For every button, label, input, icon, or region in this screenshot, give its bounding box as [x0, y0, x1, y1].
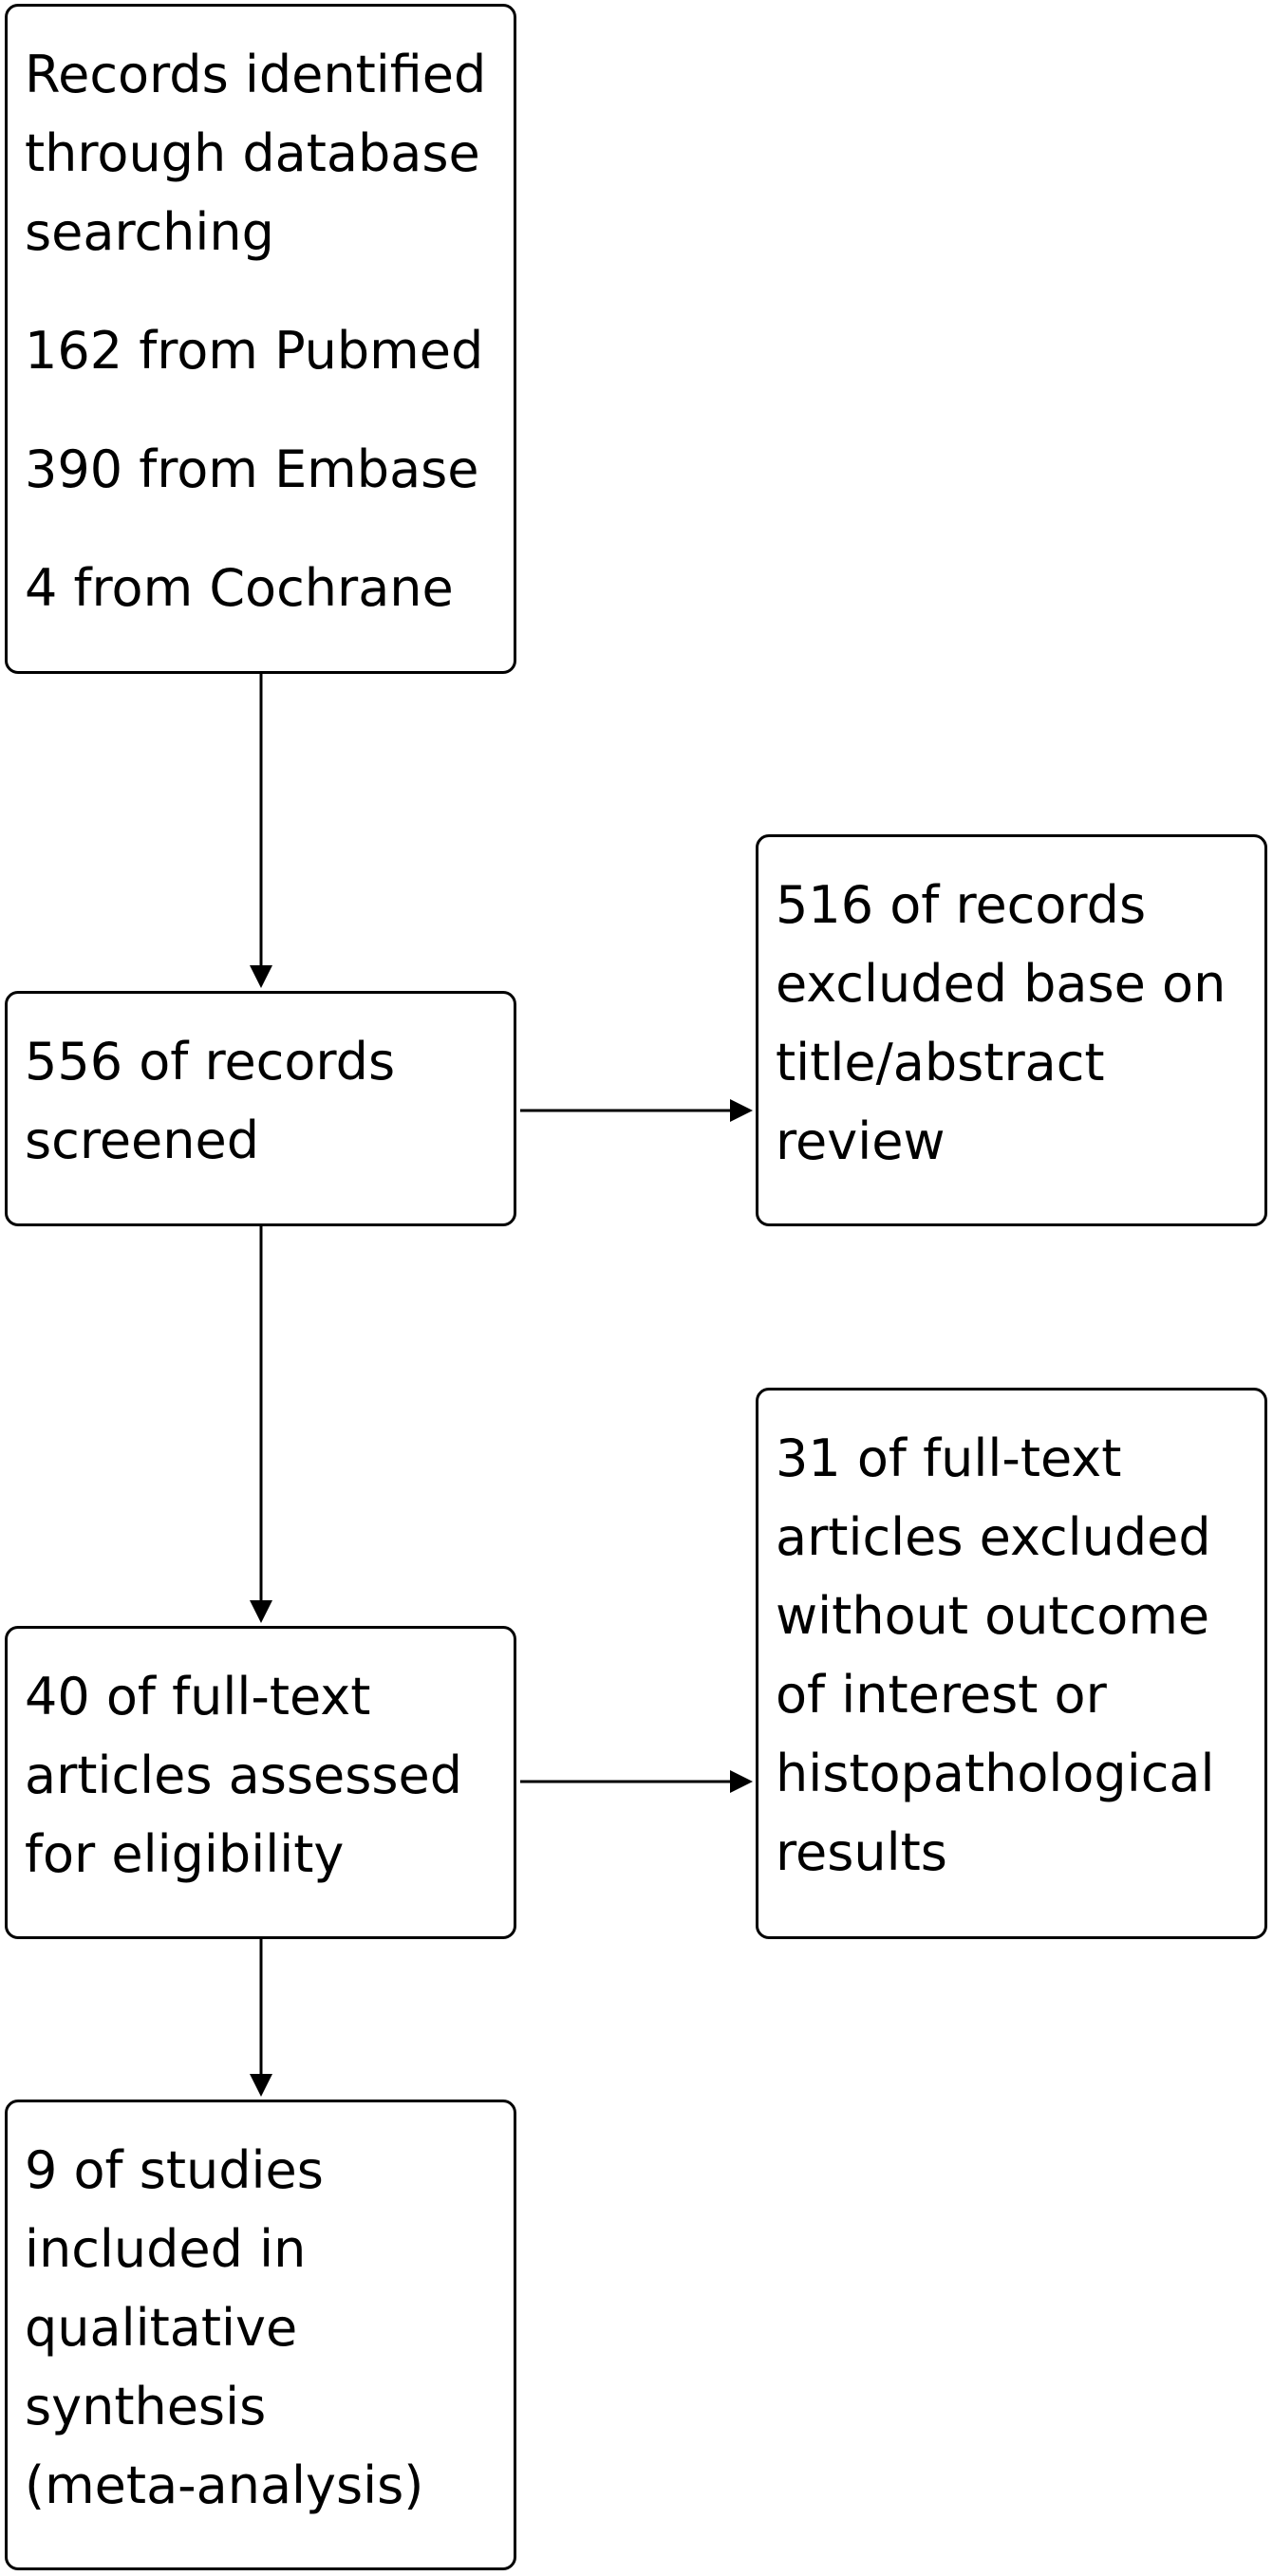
box-text-line: results [776, 1822, 947, 1882]
source-cochrane: 4 from Cochrane [25, 558, 454, 618]
box-text-line: included in [25, 2219, 307, 2279]
box-text-line: for eligibility [25, 1824, 345, 1884]
box-text-line: 516 of records [776, 875, 1147, 935]
box-text-line: searching [25, 202, 274, 262]
box-text-line: excluded base on [776, 954, 1226, 1014]
studies-included-box: 9 of studies included in qualitative syn… [5, 2100, 516, 2570]
box-text-line: histopathological [776, 1744, 1215, 1803]
box-text-line: of interest or [776, 1665, 1107, 1725]
records-screened-box: 556 of records screened [5, 991, 516, 1226]
box-text-line: through database [25, 123, 480, 183]
box-text-line: articles excluded [776, 1507, 1211, 1567]
source-pubmed: 162 from Pubmed [25, 321, 484, 381]
records-excluded-box: 516 of records excluded base on title/ab… [756, 834, 1267, 1226]
box-text-line: without outcome [776, 1586, 1210, 1646]
box-text-line: 31 of full-text [776, 1428, 1122, 1488]
records-identified-box: Records identified through database sear… [5, 4, 516, 674]
box-text-line: synthesis [25, 2377, 267, 2436]
box-text-line: qualitative [25, 2298, 298, 2358]
box-text-line: (meta-analysis) [25, 2455, 424, 2515]
box-text-line: 556 of records [25, 1032, 396, 1092]
box-text-line: review [776, 1111, 945, 1171]
box-text-line: title/abstract [776, 1033, 1105, 1092]
box-text-line: articles assessed [25, 1745, 463, 1805]
box-text-line: screened [25, 1111, 260, 1170]
fulltext-excluded-box: 31 of full-text articles excluded withou… [756, 1388, 1267, 1939]
box-text-line: Records identified [25, 45, 487, 104]
box-text-line: 40 of full-text [25, 1667, 371, 1727]
fulltext-assessed-box: 40 of full-text articles assessed for el… [5, 1626, 516, 1939]
box-text-line: 9 of studies [25, 2140, 324, 2200]
source-embase: 390 from Embase [25, 439, 479, 499]
